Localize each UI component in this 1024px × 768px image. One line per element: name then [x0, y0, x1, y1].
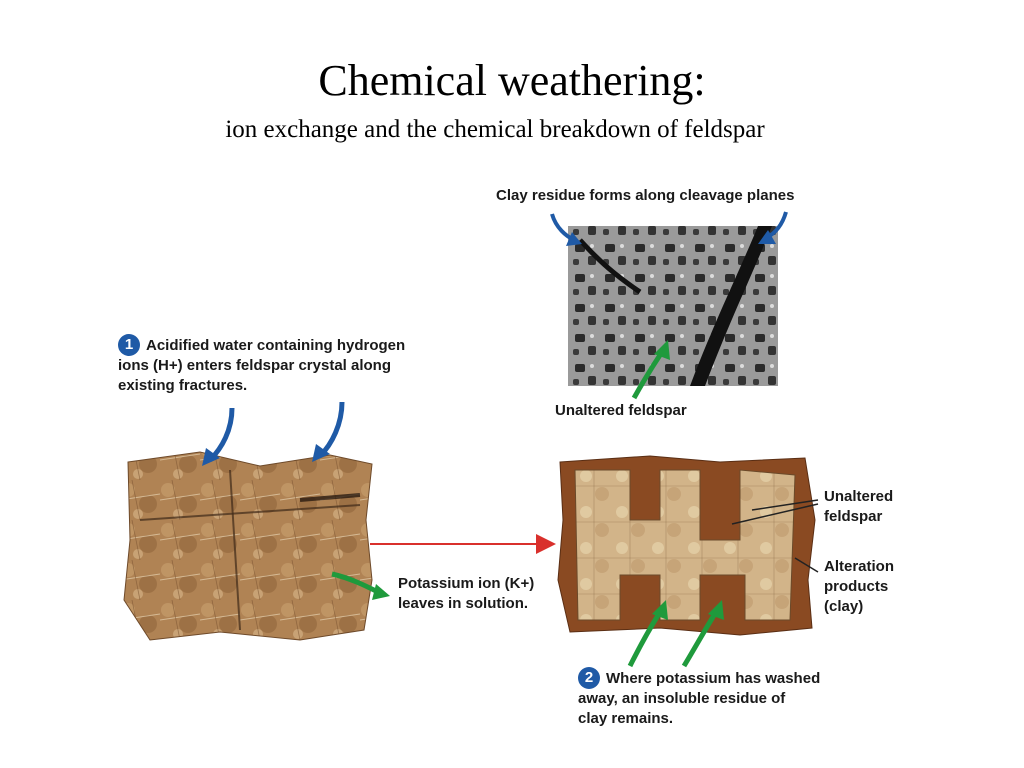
step2-badge: 2	[578, 667, 600, 689]
sem-micrograph	[568, 226, 778, 386]
blue-arrow-right	[312, 401, 345, 462]
fresh-feldspar-block	[123, 451, 373, 641]
leader-line-unaltered-1	[751, 499, 819, 511]
green-arrow-sem	[631, 340, 670, 400]
page-title: Chemical weathering:	[318, 56, 706, 105]
step1-line1: Acidified water containing hydrogen	[146, 337, 406, 354]
potassium-line2: leaves in solution.	[398, 595, 529, 612]
alteration-callout: Alteration products (clay)	[824, 557, 894, 617]
blue-arrow-left	[202, 407, 235, 466]
step2-callout: 2 Where potassium has washed away, an ins…	[578, 667, 820, 729]
step2-line1: Where potassium has washed	[606, 670, 821, 687]
page-subtitle: ion exchange and the chemical breakdown …	[225, 116, 765, 143]
unaltered-line1: Unaltered	[824, 488, 894, 505]
green-arrow-clay-right	[681, 600, 724, 668]
step2-line3: clay remains.	[578, 710, 674, 727]
green-arrow-clay-left	[627, 600, 668, 668]
label-clay-residue: Clay residue forms along cleavage planes	[496, 187, 795, 204]
blue-arrow-sem-right	[758, 211, 788, 244]
leader-line-unaltered-2	[731, 503, 819, 525]
step1-line2: ions (H+) enters feldspar crystal along	[118, 357, 391, 374]
leader-line-alteration	[794, 557, 819, 573]
unaltered-feldspar-callout: Unaltered feldspar	[824, 487, 893, 527]
step1-line3: existing fractures.	[118, 377, 248, 394]
green-arrow-potassium	[331, 571, 390, 600]
alteration-line3: (clay)	[824, 598, 864, 615]
blue-arrow-sem-left	[550, 213, 582, 246]
weathered-feldspar-block	[557, 455, 816, 636]
step1-badge: 1	[118, 334, 140, 356]
potassium-line1: Potassium ion (K+)	[398, 575, 535, 592]
potassium-callout: Potassium ion (K+) leaves in solution.	[398, 574, 534, 614]
label-unaltered-feldspar-sem: Unaltered feldspar	[555, 402, 687, 419]
step2-line2: away, an insoluble residue of	[578, 690, 786, 707]
alteration-line1: Alteration	[824, 558, 895, 575]
unaltered-line2: feldspar	[824, 508, 883, 525]
step1-callout: 1 Acidified water containing hydrogen ion…	[118, 334, 405, 396]
alteration-line2: products	[824, 578, 889, 595]
